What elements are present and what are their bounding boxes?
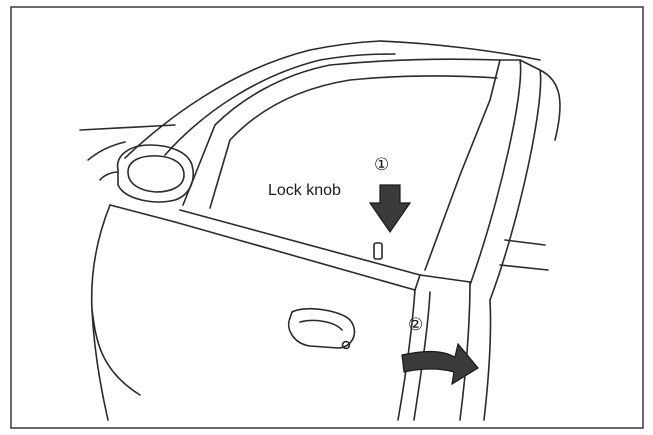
- beltline-top: [180, 210, 470, 282]
- beltline-bottom: [175, 222, 415, 290]
- rear-roof: [540, 70, 560, 140]
- car-door-outline: [80, 41, 560, 420]
- arrow-1-press-down: [370, 185, 410, 232]
- side-mirror-glass: [128, 156, 184, 192]
- a-pillar-outer: [125, 41, 380, 158]
- door-contour: [92, 310, 140, 395]
- step-2-marker: ②: [408, 315, 423, 335]
- a-pillar-inner: [165, 54, 395, 155]
- rear-window-line: [505, 240, 545, 245]
- door-handle-grip: [300, 320, 342, 330]
- step-1-marker: ①: [374, 155, 389, 175]
- lock-knob-label: Lock knob: [268, 182, 341, 199]
- door-front-edge: [92, 205, 110, 420]
- beltline-end: [415, 275, 420, 290]
- door-top-front: [110, 205, 175, 222]
- lock-knob-shape: [374, 243, 382, 259]
- mirror-mount: [100, 172, 118, 180]
- b-pillar: [470, 60, 521, 285]
- roof-line: [380, 41, 540, 60]
- rear-belt-line: [500, 265, 548, 270]
- rear-body-line: [484, 300, 491, 420]
- b-pillar-rear: [490, 60, 541, 300]
